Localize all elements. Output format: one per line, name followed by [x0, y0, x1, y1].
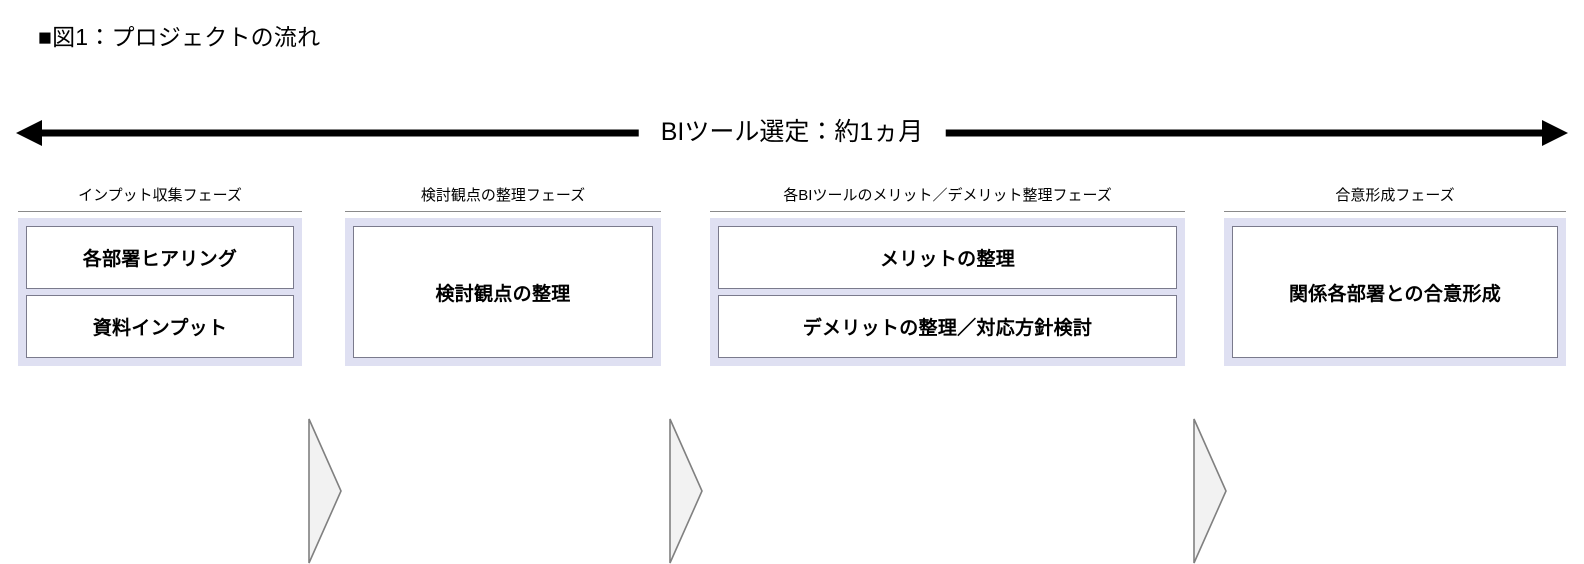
phase-divider — [1224, 211, 1566, 212]
phase-divider — [18, 211, 302, 212]
arrowhead-left-icon — [16, 120, 42, 146]
timeline-label: BIツール選定：約1ヵ月 — [638, 115, 946, 149]
phase-divider — [345, 211, 661, 212]
arrowhead-right-icon — [1542, 120, 1568, 146]
phase-label: 各BIツールのメリット／デメリット整理フェーズ — [783, 187, 1112, 204]
phase-review-points[interactable]: 検討観点の整理フェーズ 検討観点の整理 — [345, 186, 661, 379]
phase-task-container: 関係各部署との合意形成 — [1224, 218, 1566, 366]
task-box[interactable]: 資料インプット — [26, 295, 294, 358]
task-box[interactable]: 検討観点の整理 — [353, 226, 653, 358]
task-box[interactable]: メリットの整理 — [718, 226, 1177, 289]
phase-consensus-building[interactable]: 合意形成フェーズ 関係各部署との合意形成 — [1224, 186, 1566, 379]
phase-task-container: 検討観点の整理 — [345, 218, 661, 366]
phase-label: インプット収集フェーズ — [78, 187, 242, 204]
phase-task-container: メリットの整理 デメリットの整理／対応方針検討 — [710, 218, 1185, 366]
phase-input-collection[interactable]: インプット収集フェーズ 各部署ヒアリング 資料インプット — [18, 186, 302, 379]
task-box[interactable]: 各部署ヒアリング — [26, 226, 294, 289]
page-title: ■図1：プロジェクトの流れ — [38, 24, 321, 50]
phase-divider — [710, 211, 1185, 212]
task-box[interactable]: デメリットの整理／対応方針検討 — [718, 295, 1177, 358]
phase-merit-demerit[interactable]: 各BIツールのメリット／デメリット整理フェーズ メリットの整理 デメリットの整理… — [710, 186, 1185, 379]
phase-flow: インプット収集フェーズ 各部署ヒアリング 資料インプット 検討観点の整理フェーズ… — [0, 186, 1584, 564]
phase-label: 合意形成フェーズ — [1335, 187, 1455, 204]
phase-label: 検討観点の整理フェーズ — [420, 187, 586, 204]
chevron-right-icon — [669, 418, 703, 564]
timeline-arrow: BIツール選定：約1ヵ月 — [16, 112, 1568, 164]
chevron-right-icon — [1193, 418, 1227, 564]
task-box[interactable]: 関係各部署との合意形成 — [1232, 226, 1558, 358]
phase-task-container: 各部署ヒアリング 資料インプット — [18, 218, 302, 366]
chevron-right-icon — [308, 418, 342, 564]
